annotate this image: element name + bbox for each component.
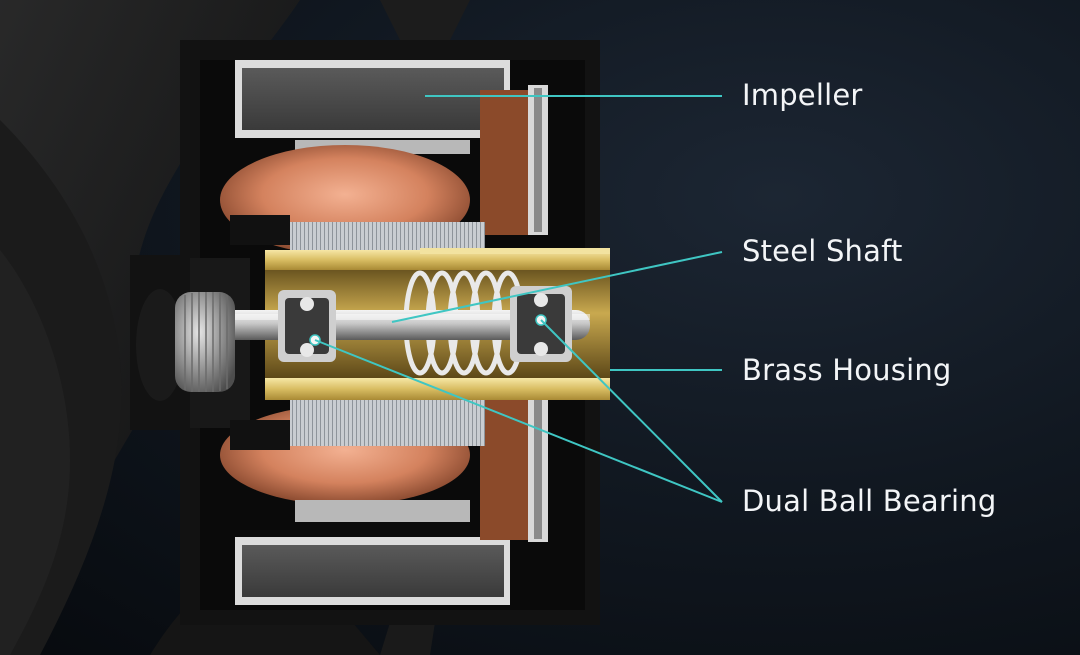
steel-shaft-leader-line <box>391 251 723 323</box>
steel-shaft-label: Steel Shaft <box>742 234 903 268</box>
ball-bearing-left <box>278 290 336 362</box>
leader-lines <box>314 95 723 503</box>
knurled-nut <box>136 289 235 401</box>
brass-housing-label: Brass Housing <box>742 353 952 387</box>
ball-bearing-right <box>510 286 572 362</box>
fan-blades <box>0 0 470 655</box>
dual-ball-bearing-leader-line-left <box>314 339 723 503</box>
dual-ball-bearing-leader-line-right <box>540 319 723 503</box>
impeller-label: Impeller <box>742 78 863 112</box>
dual-ball-bearing-label: Dual Ball Bearing <box>742 484 997 518</box>
impeller-ring <box>235 60 548 605</box>
